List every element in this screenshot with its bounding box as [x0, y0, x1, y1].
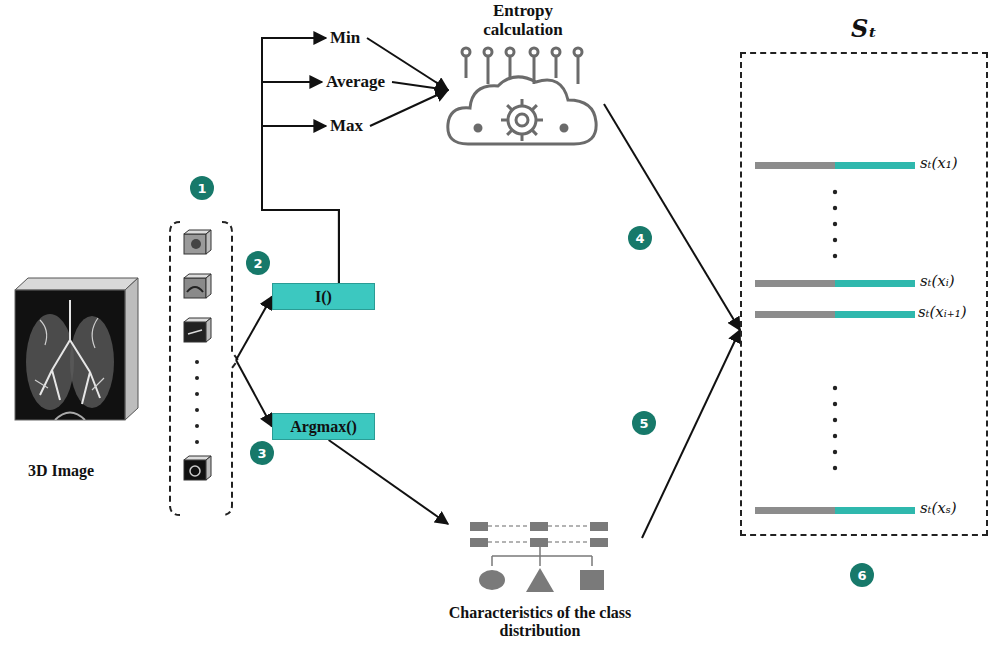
- connector-arrow: [642, 330, 740, 538]
- callout-number: 6: [850, 563, 874, 587]
- box-label: I(): [315, 288, 332, 306]
- callout-number: 5: [632, 411, 656, 435]
- callout-number: 4: [628, 226, 652, 250]
- score-label: sₜ(x₁): [920, 154, 958, 172]
- cloud-gear-icon: [438, 44, 608, 152]
- score-set-box: Sₜ: [740, 52, 988, 536]
- connector-arrow: [604, 104, 740, 330]
- class-distribution-icon: Characteristics of the class distributio…: [430, 518, 650, 652]
- connector-arrow: [236, 297, 272, 361]
- entropy-icon: Entropy calculation: [438, 2, 608, 152]
- image-caption: 3D Image: [28, 462, 94, 480]
- callout-number: 1: [190, 176, 214, 200]
- score-bars: [755, 162, 915, 514]
- statistic-text: Average: [326, 72, 388, 92]
- statistic-text: Max: [330, 116, 366, 136]
- score-label: sₜ(xᵢ₊₁): [918, 303, 967, 321]
- connector-arrow: [392, 82, 448, 90]
- score-label: sₜ(xₛ): [920, 499, 957, 517]
- connector-arrow: [236, 360, 272, 427]
- function-box: I(): [272, 283, 375, 310]
- class-tree-icon: [430, 518, 650, 602]
- statistic-label: Average: [326, 72, 388, 92]
- connector-arrow: [262, 82, 339, 283]
- node-heading: Characteristics of the class distributio…: [430, 604, 650, 641]
- statistic-label: Max: [330, 116, 366, 136]
- connector-arrow: [329, 440, 448, 524]
- function-box: Argmax(): [272, 413, 375, 440]
- node-heading: Sₜ: [742, 14, 986, 43]
- lung-volume-image: [15, 278, 138, 420]
- connector-arrow: [262, 126, 339, 283]
- node-heading: Entropy calculation: [468, 2, 578, 39]
- callout-number: 3: [250, 441, 274, 465]
- statistic-label: Min: [330, 28, 363, 48]
- connector-arrow: [370, 90, 448, 126]
- slice-icons: [184, 230, 211, 480]
- slice-bracket: [170, 222, 238, 515]
- image-group: 3D Image: [8, 218, 236, 518]
- callout-number: 2: [246, 251, 270, 275]
- statistic-text: Min: [330, 28, 363, 48]
- box-label: Argmax(): [290, 418, 357, 436]
- score-label: sₜ(xᵢ): [920, 272, 955, 290]
